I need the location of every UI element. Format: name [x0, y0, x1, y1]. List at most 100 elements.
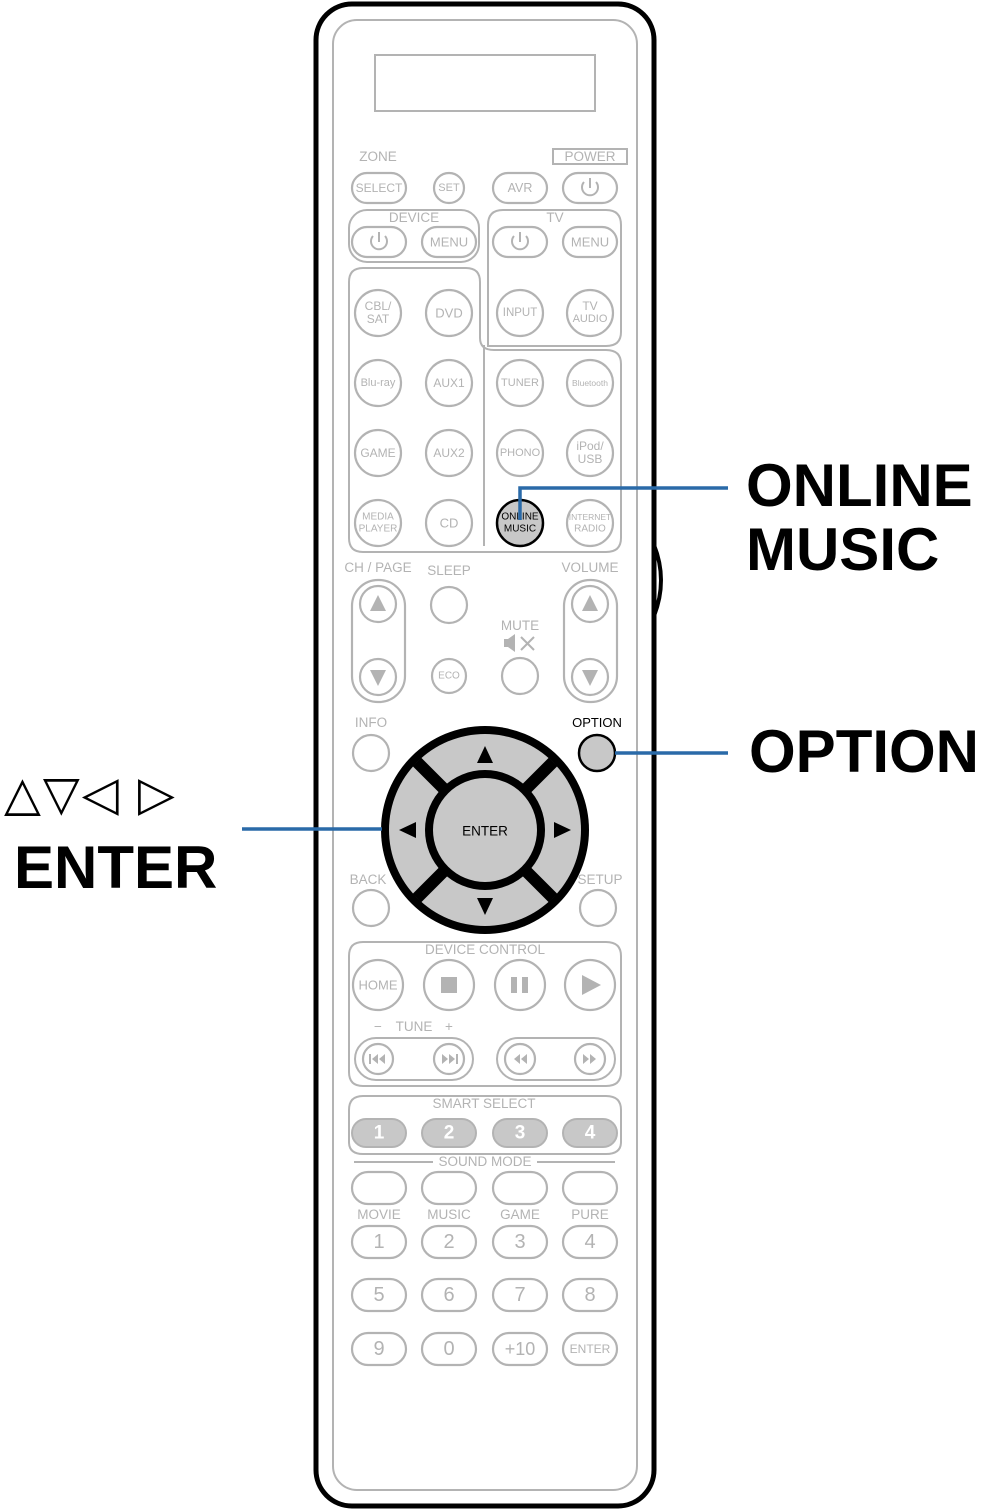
volume-down-icon: [582, 670, 598, 686]
mute-button[interactable]: [500, 656, 540, 696]
mute-icon: [504, 634, 535, 652]
num-3-button[interactable]: [491, 1224, 549, 1260]
avr-button[interactable]: [491, 171, 549, 205]
bluetooth-button[interactable]: [565, 358, 615, 408]
media-player-text-2: PLAYER: [359, 524, 398, 535]
cursor-right-icon[interactable]: [554, 822, 571, 838]
tune-minus-label: −: [374, 1019, 382, 1034]
avr-text: AVR: [508, 181, 533, 195]
cd-button[interactable]: [424, 498, 474, 548]
aux2-button[interactable]: [424, 428, 474, 478]
online-music-leader-line: [518, 486, 728, 520]
tv-audio-text-2: AUDIO: [573, 313, 608, 325]
num-5-button[interactable]: [350, 1277, 408, 1313]
num-enter-button[interactable]: [561, 1331, 619, 1367]
setup-button[interactable]: [578, 888, 618, 928]
cbl-sat-text-1: CBL/: [365, 299, 392, 313]
smart-select-1-button[interactable]: [351, 1118, 407, 1148]
tune-plus-label: +: [445, 1019, 453, 1034]
eco-button[interactable]: [430, 657, 468, 695]
cd-text: CD: [440, 516, 459, 531]
dvd-button[interactable]: [424, 288, 474, 338]
tv-menu-button[interactable]: [561, 225, 619, 259]
num-8-text: 8: [584, 1284, 595, 1306]
tv-menu-text: MENU: [571, 235, 609, 250]
tv-label: TV: [546, 210, 563, 225]
device-menu-button[interactable]: [420, 225, 478, 259]
num-5-text: 5: [373, 1284, 384, 1306]
cursor-down-icon[interactable]: [477, 898, 493, 915]
enter-center-text[interactable]: ENTER: [462, 824, 508, 839]
internet-radio-text-1: INTERNET: [569, 512, 612, 522]
ipod-usb-button[interactable]: [565, 428, 615, 478]
sleep-button[interactable]: [429, 585, 469, 625]
music-mode-button[interactable]: [420, 1170, 478, 1206]
bluetooth-text: Bluetooth: [572, 378, 608, 388]
smart-select-3-button[interactable]: [492, 1118, 548, 1148]
info-button[interactable]: [351, 733, 391, 773]
cursor-left-icon[interactable]: [399, 822, 416, 838]
game-mode-label: GAME: [500, 1207, 540, 1222]
game-text: GAME: [360, 446, 395, 460]
pause-button[interactable]: [493, 958, 547, 1012]
cbl-sat-button[interactable]: [353, 288, 403, 338]
num-4-button[interactable]: [561, 1224, 619, 1260]
pure-mode-button[interactable]: [561, 1170, 619, 1206]
smart-select-2-button[interactable]: [421, 1118, 477, 1148]
game-button[interactable]: [353, 428, 403, 478]
num-plus10-button[interactable]: [491, 1331, 549, 1367]
ipod-text-2: USB: [578, 452, 603, 466]
movie-label: MOVIE: [357, 1207, 401, 1222]
game-mode-button[interactable]: [491, 1170, 549, 1206]
home-button[interactable]: [351, 958, 405, 1012]
option-button[interactable]: [577, 733, 617, 773]
option-callout: OPTION: [749, 718, 980, 785]
bluray-text: Blu-ray: [361, 377, 396, 389]
option-label: OPTION: [572, 715, 622, 730]
internet-radio-button[interactable]: [565, 498, 615, 548]
power-label-box: [552, 148, 628, 165]
back-button[interactable]: [351, 888, 391, 928]
setup-label: SETUP: [577, 872, 622, 887]
num-3-text: 3: [514, 1231, 525, 1253]
remote-inner-outline: [332, 19, 638, 1491]
tv-audio-button[interactable]: [565, 288, 615, 338]
tuner-button[interactable]: [495, 358, 545, 408]
device-control-label: DEVICE CONTROL: [425, 942, 546, 957]
zone-select-button[interactable]: [350, 171, 408, 205]
device-label: DEVICE: [389, 210, 439, 225]
cursor-up-icon[interactable]: [477, 746, 493, 763]
smart-select-2-text: 2: [444, 1123, 455, 1144]
num-8-button[interactable]: [561, 1277, 619, 1313]
smart-select-group: [348, 1095, 622, 1155]
device-menu-text: MENU: [430, 235, 468, 250]
aux1-button[interactable]: [424, 358, 474, 408]
side-knob: [652, 544, 663, 617]
media-player-button[interactable]: [353, 498, 403, 548]
source-group: [348, 267, 622, 553]
num-1-text: 1: [373, 1231, 384, 1253]
power-label: POWER: [564, 149, 615, 164]
num-2-text: 2: [443, 1231, 454, 1253]
num-6-button[interactable]: [420, 1277, 478, 1313]
movie-mode-button[interactable]: [350, 1170, 408, 1206]
num-9-button[interactable]: [350, 1331, 408, 1367]
num-0-button[interactable]: [420, 1331, 478, 1367]
ch-page-label: CH / PAGE: [344, 560, 411, 575]
online-music-text-2: MUSIC: [504, 524, 536, 535]
num-7-button[interactable]: [491, 1277, 549, 1313]
skip-group: [496, 1037, 616, 1081]
num-1-button[interactable]: [350, 1224, 408, 1260]
smart-select-4-button[interactable]: [562, 1118, 618, 1148]
phono-button[interactable]: [495, 428, 545, 478]
zone-select-text: SELECT: [356, 181, 403, 195]
set-button[interactable]: [432, 171, 466, 205]
num-7-text: 7: [514, 1284, 525, 1306]
num-2-button[interactable]: [420, 1224, 478, 1260]
arrows-callout: △▽◁ ▷: [4, 766, 177, 822]
phono-text: PHONO: [500, 447, 541, 459]
bluray-button[interactable]: [353, 358, 403, 408]
aux1-text: AUX1: [433, 376, 465, 390]
tv-input-button[interactable]: [495, 288, 545, 338]
